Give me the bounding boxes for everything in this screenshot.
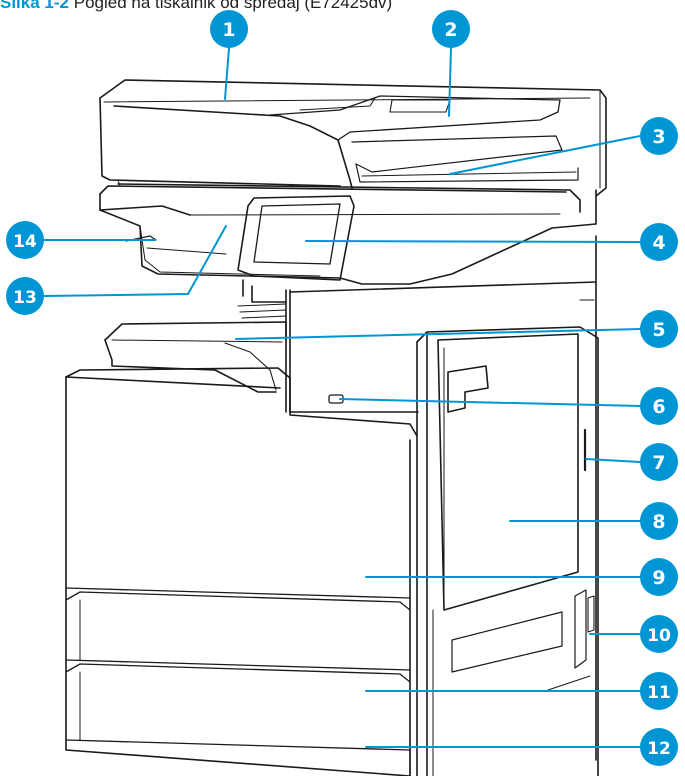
figure-label: Slika 1-2 (0, 0, 69, 12)
callout-6-number: 6 (652, 396, 665, 418)
callout-11-number: 11 (647, 683, 671, 703)
callout-5: 5 (640, 310, 678, 348)
callout-5-number: 5 (652, 319, 665, 341)
callout-10: 10 (640, 615, 678, 653)
control-panel-housing (99, 179, 597, 285)
callout-9-number: 9 (652, 567, 665, 589)
callout-3-number: 3 (652, 126, 665, 148)
center-column (242, 279, 597, 413)
callout-3: 3 (640, 117, 678, 155)
leader-5 (235, 328, 641, 340)
callout-7-number: 7 (652, 452, 665, 474)
callout-2-number: 2 (444, 19, 457, 41)
callout-14-number: 14 (13, 232, 37, 252)
right-lower-panels (426, 299, 595, 776)
touchscreen-control-panel (237, 195, 355, 281)
leader-lines (43, 47, 641, 748)
output-bin (104, 303, 287, 393)
document-feeder (99, 79, 607, 197)
figure-caption-text: Pogled na tiskalnik od spredaj (E72425dv… (73, 0, 393, 12)
callout-13: 13 (6, 277, 44, 315)
leader-4 (305, 240, 641, 243)
tray-2 (65, 591, 411, 751)
callout-1: 1 (210, 10, 248, 48)
callout-9: 9 (640, 558, 678, 596)
callout-2: 2 (432, 10, 470, 48)
callout-13-number: 13 (13, 288, 37, 308)
front-door (65, 587, 411, 599)
leader-1 (224, 47, 230, 100)
callout-badges: 1 2 3 4 5 6 7 8 (6, 10, 678, 766)
callout-14: 14 (6, 221, 44, 259)
callout-6: 6 (640, 387, 678, 425)
callout-1-number: 1 (222, 19, 235, 41)
callout-12: 12 (640, 728, 678, 766)
callout-4-number: 4 (652, 232, 665, 254)
callout-11: 11 (640, 672, 678, 710)
printer-illustration (65, 79, 607, 776)
leader-3 (449, 135, 641, 175)
callout-4: 4 (640, 223, 678, 261)
leader-2 (448, 47, 452, 117)
right-door (437, 333, 579, 611)
callout-8-number: 8 (652, 511, 665, 533)
leader-7 (585, 458, 641, 463)
leader-13 (43, 225, 227, 297)
callout-8: 8 (640, 502, 678, 540)
leader-6 (339, 398, 641, 407)
callout-10-number: 10 (647, 626, 671, 646)
callout-7: 7 (640, 443, 678, 481)
callout-12-number: 12 (647, 739, 671, 759)
figure-caption: Slika 1-2 Pogled na tiskalnik od spredaj… (0, 0, 685, 15)
printer-front-body (65, 367, 418, 776)
